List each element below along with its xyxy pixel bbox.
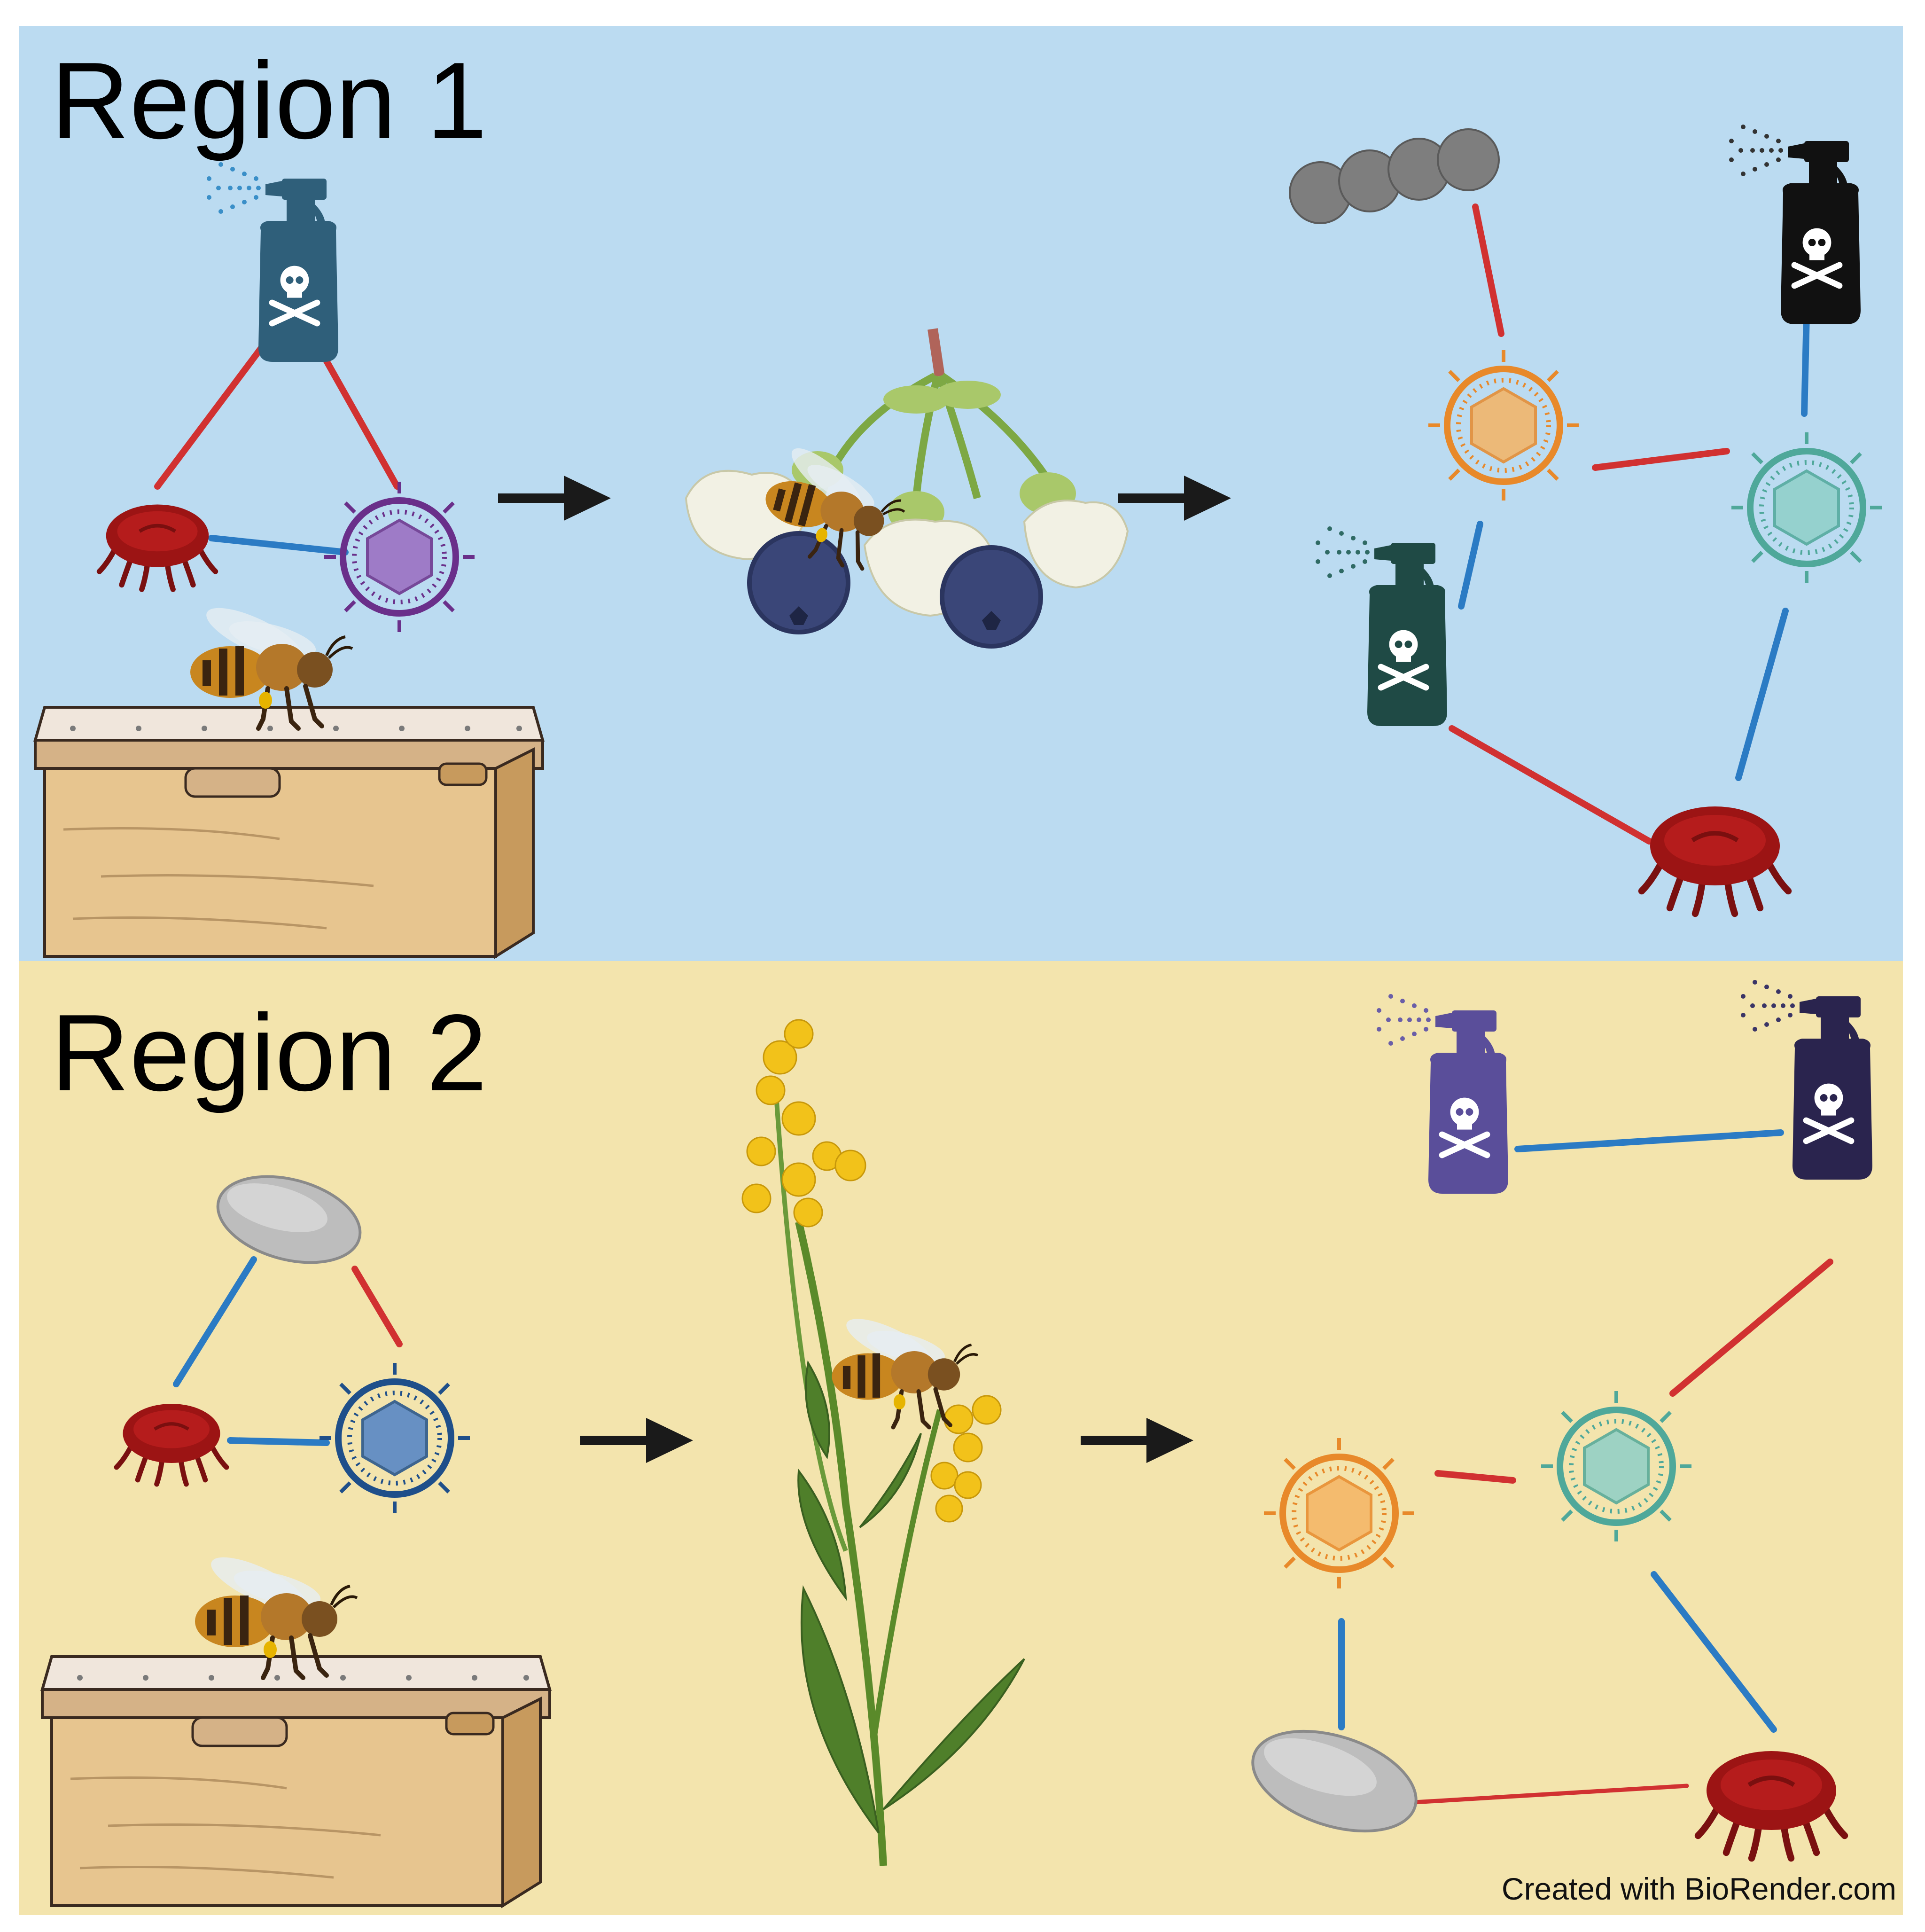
link-black-bottle-teal-virus <box>1801 312 1810 417</box>
spray-bottle-icon <box>1316 526 1447 726</box>
link-orange-virus-green-bottle <box>1458 521 1483 610</box>
region-2-landscape-network <box>1338 1129 1833 1805</box>
link-mite-virus <box>227 1437 330 1446</box>
link-pesticide-mite <box>154 333 273 490</box>
region-1-landscape-network <box>1449 203 1810 845</box>
region-2-title: Region 2 <box>51 992 487 1114</box>
link-teal-virus-mite <box>1735 608 1789 781</box>
virus-icon <box>324 482 475 632</box>
link-chain-orange-virus <box>1472 203 1504 337</box>
arrow-icon <box>580 1418 693 1463</box>
region-1-title: Region 1 <box>51 40 487 162</box>
virus-icon <box>1541 1391 1691 1541</box>
spray-bottle-icon <box>1741 980 1872 1180</box>
virus-icon <box>1428 350 1579 501</box>
mite-icon <box>1698 1751 1845 1858</box>
link-green-bottle-mite <box>1449 725 1652 845</box>
link-orange-teal-virus <box>1592 448 1730 471</box>
link-spore-virus <box>351 1266 403 1347</box>
beehive-box-icon <box>35 707 543 956</box>
spray-bottle-icon <box>207 162 338 362</box>
link-dark-bottle-teal-virus <box>1669 1259 1833 1397</box>
pathogen-spore-icon <box>216 1175 362 1264</box>
spray-bottle-icon <box>1729 125 1861 324</box>
link-spore-mite <box>1412 1783 1689 1805</box>
link-purple-bottles <box>1514 1129 1784 1152</box>
arrow-icon <box>1118 476 1231 521</box>
arrow-icon <box>1081 1418 1193 1463</box>
pathogen-spore-icon <box>1251 1729 1418 1833</box>
mite-icon <box>1642 806 1788 914</box>
mite-icon <box>117 1404 226 1484</box>
beehive-box-icon <box>42 1657 550 1906</box>
virus-icon <box>1264 1438 1414 1588</box>
blueberry-flower-icon <box>685 328 1129 649</box>
link-orange-teal-virus <box>1434 1470 1516 1484</box>
biorender-credit: Created with BioRender.com <box>1501 1871 1896 1906</box>
mite-icon <box>100 505 216 590</box>
pathogen-chain-icon <box>1289 128 1500 224</box>
arrow-icon <box>498 476 611 521</box>
virus-icon <box>1731 432 1882 583</box>
link-mite-virus <box>208 535 349 555</box>
spray-bottle-icon <box>1377 994 1508 1194</box>
canola-plant-icon <box>741 1019 1025 1866</box>
link-teal-virus-mite <box>1651 1571 1777 1733</box>
region-2-local-network <box>173 1256 403 1446</box>
virus-icon <box>320 1363 470 1513</box>
link-spore-mite <box>173 1256 257 1387</box>
